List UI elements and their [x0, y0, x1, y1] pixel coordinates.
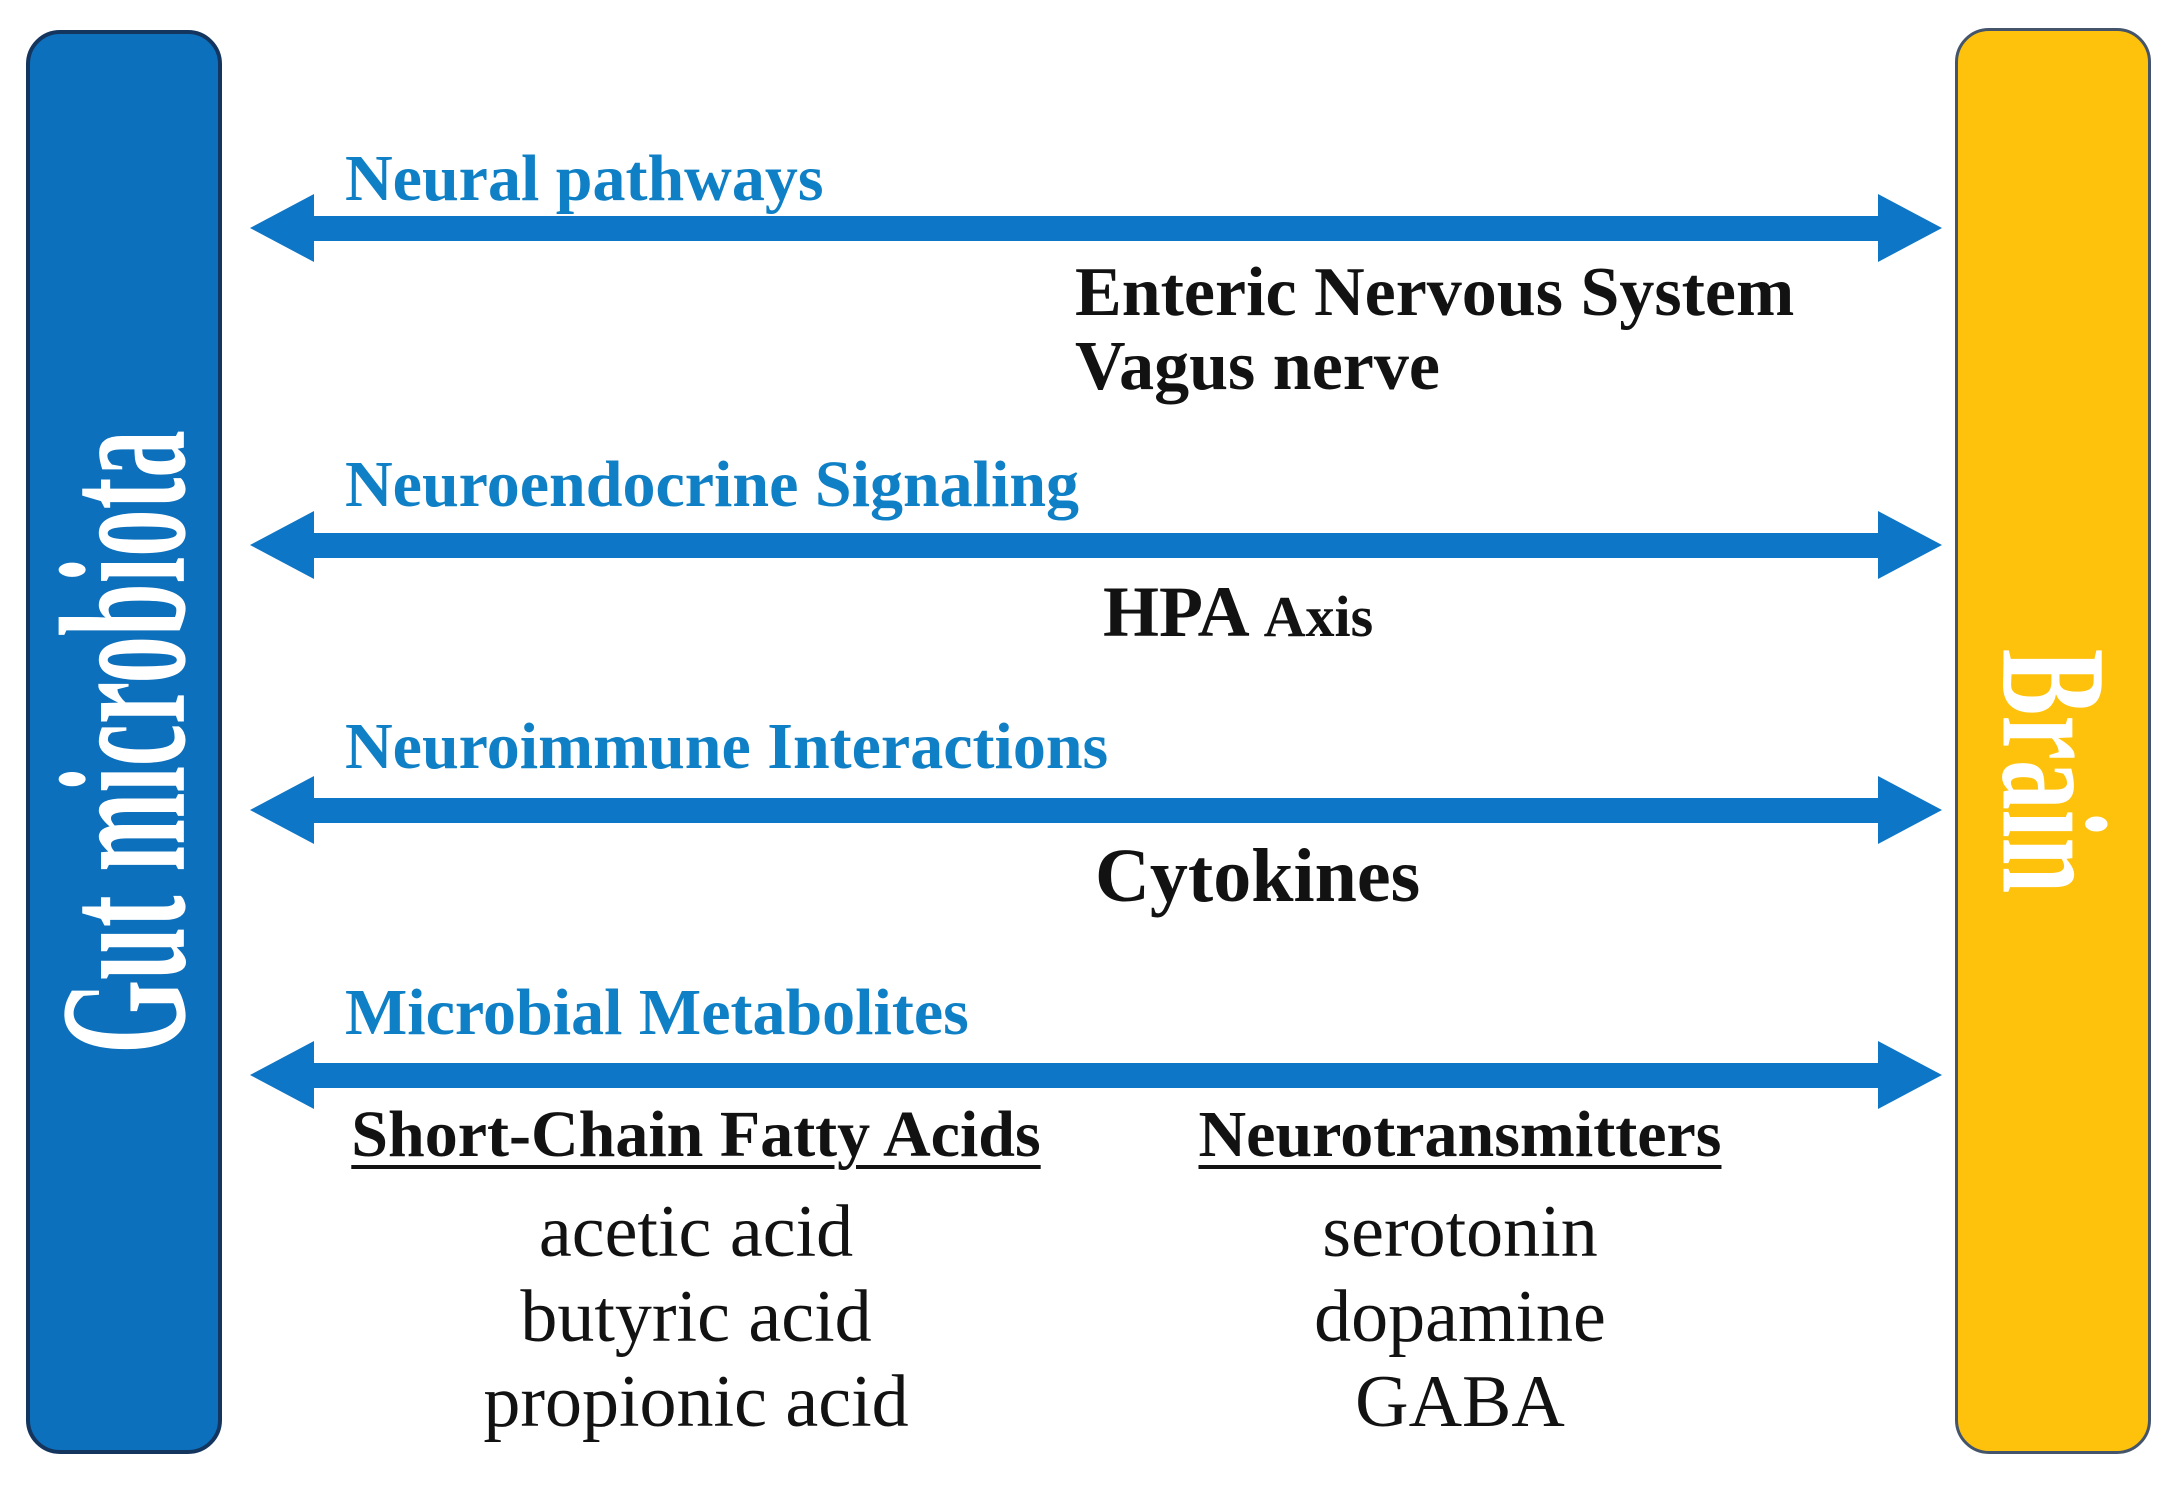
- hpa-label-main: HPA: [1103, 572, 1246, 652]
- hpa-axis-label: HPA Axis: [1103, 574, 1373, 650]
- section-title-neuroimmune-interactions: Neuroimmune Interactions: [345, 710, 1109, 783]
- brain-label: Brain: [1970, 648, 2138, 894]
- list-item-acetic-acid: acetic acid: [538, 1191, 854, 1273]
- neural-pathways-labels: Enteric Nervous System Vagus nerve: [1075, 254, 1795, 406]
- short-chain-fatty-acids-list: acetic acid butyric acid propionic acid: [345, 1190, 1047, 1445]
- neurotransmitters-header: Neurotransmitters: [1198, 1098, 1722, 1171]
- enteric-nervous-system-label: Enteric Nervous System: [1075, 254, 1795, 331]
- brain-bar: Brain: [1955, 28, 2151, 1454]
- bidirectional-arrow-metabolites: [250, 1041, 1942, 1109]
- hpa-label-sub: Axis: [1263, 584, 1374, 649]
- list-item-gaba: GABA: [1355, 1361, 1565, 1444]
- short-chain-fatty-acids-header: Short-Chain Fatty Acids: [351, 1098, 1041, 1171]
- list-item-serotonin: serotonin: [1322, 1191, 1598, 1273]
- arrowhead-left-icon: [250, 1041, 314, 1109]
- arrowhead-left-icon: [250, 194, 314, 262]
- list-item-dopamine: dopamine: [1314, 1276, 1606, 1359]
- bidirectional-arrow-neuroimmune: [250, 776, 1942, 844]
- section-title-neuroendocrine-signaling: Neuroendocrine Signaling: [345, 448, 1080, 521]
- arrow-shaft: [312, 1062, 1880, 1088]
- arrow-shaft: [312, 797, 1880, 823]
- arrowhead-right-icon: [1878, 1041, 1942, 1109]
- arrowhead-left-icon: [250, 511, 314, 579]
- cytokines-label: Cytokines: [1095, 834, 1421, 918]
- section-title-microbial-metabolites: Microbial Metabolites: [345, 976, 969, 1049]
- arrowhead-right-icon: [1878, 194, 1942, 262]
- arrowhead-right-icon: [1878, 776, 1942, 844]
- vagus-nerve-label: Vagus nerve: [1075, 328, 1440, 406]
- arrow-shaft: [312, 215, 1880, 241]
- list-item-butyric-acid: butyric acid: [520, 1276, 872, 1359]
- neurotransmitters-column: Neurotransmitters serotonin dopamine GAB…: [1193, 1102, 1727, 1445]
- arrowhead-right-icon: [1878, 511, 1942, 579]
- section-title-neural-pathways: Neural pathways: [345, 142, 824, 215]
- list-item-propionic-acid: propionic acid: [483, 1361, 909, 1444]
- arrowhead-left-icon: [250, 776, 314, 844]
- bidirectional-arrow-neural-pathways: [250, 194, 1942, 262]
- neurotransmitters-list: serotonin dopamine GABA: [1193, 1190, 1727, 1445]
- arrow-shaft: [312, 532, 1880, 558]
- gut-microbiota-label: Gut microbiota: [22, 430, 224, 1054]
- gut-microbiota-bar: Gut microbiota: [22, 30, 224, 1454]
- short-chain-fatty-acids-column: Short-Chain Fatty Acids acetic acid buty…: [345, 1102, 1047, 1445]
- bidirectional-arrow-neuroendocrine: [250, 511, 1942, 579]
